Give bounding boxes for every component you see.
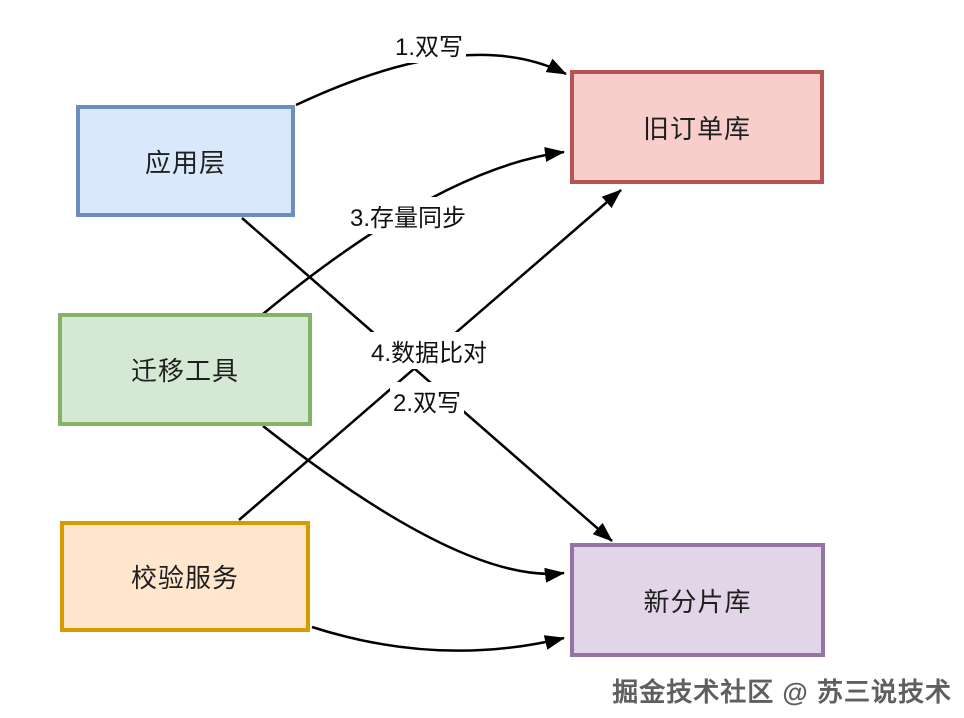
arrow-validation-to-new-db — [311, 625, 565, 652]
edge-label-double-write-new: 2.双写 — [390, 382, 465, 419]
watermark-text: 掘金技术社区 @ 苏三说技术 — [612, 677, 952, 707]
node-validation-service: 校验服务 — [60, 521, 310, 632]
node-new-shard-db-label: 新分片库 — [643, 586, 752, 617]
node-app-layer: 应用层 — [76, 105, 295, 217]
node-migration-tool: 迁移工具 — [58, 313, 312, 426]
arrow-migration-to-new-db — [262, 425, 565, 583]
arrow-app-to-new-db — [241, 217, 613, 542]
node-new-shard-db: 新分片库 — [570, 543, 825, 657]
node-old-order-db: 旧订单库 — [570, 70, 824, 184]
node-validation-service-label: 校验服务 — [130, 563, 239, 593]
edge-label-data-compare: 4.数据比对 — [368, 332, 491, 369]
edge-label-double-write-old: 1.双写 — [392, 26, 467, 63]
node-app-layer-label: 应用层 — [144, 147, 226, 178]
edge-label-stock-sync: 3.存量同步 — [347, 197, 470, 234]
node-old-order-db-label: 旧订单库 — [642, 113, 751, 144]
node-migration-tool-label: 迁移工具 — [130, 356, 239, 386]
